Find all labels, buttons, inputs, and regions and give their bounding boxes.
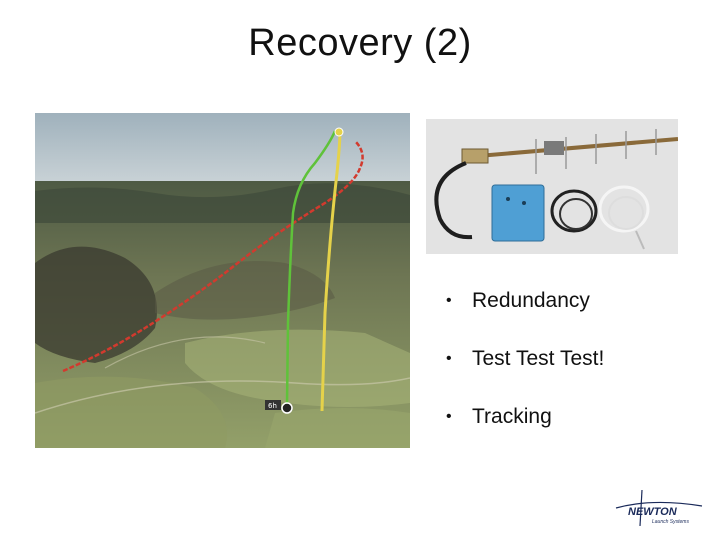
- newton-launch-systems-logo: NEWTON Launch Systems: [615, 489, 703, 527]
- bullet-item: • Redundancy: [440, 284, 710, 342]
- bullet-dot-icon: •: [446, 408, 452, 425]
- bullet-label: Tracking: [472, 405, 552, 428]
- launch-site-label: 6h: [268, 402, 277, 410]
- svg-text:Launch Systems: Launch Systems: [652, 519, 689, 525]
- tracking-antenna-equipment-photo: [426, 119, 678, 254]
- bullet-item: • Tracking: [440, 400, 710, 458]
- slide-title: Recovery (2): [248, 22, 472, 64]
- flight-track-map-photo: 6h: [35, 113, 410, 448]
- bullet-label: Redundancy: [472, 289, 590, 312]
- bullet-item: • Test Test Test!: [440, 342, 710, 400]
- bullet-dot-icon: •: [446, 292, 452, 309]
- bullet-dot-icon: •: [446, 350, 452, 367]
- bullet-list: • Redundancy • Test Test Test! • Trackin…: [440, 284, 710, 458]
- bullet-label: Test Test Test!: [472, 347, 605, 370]
- svg-text:NEWTON: NEWTON: [628, 506, 678, 518]
